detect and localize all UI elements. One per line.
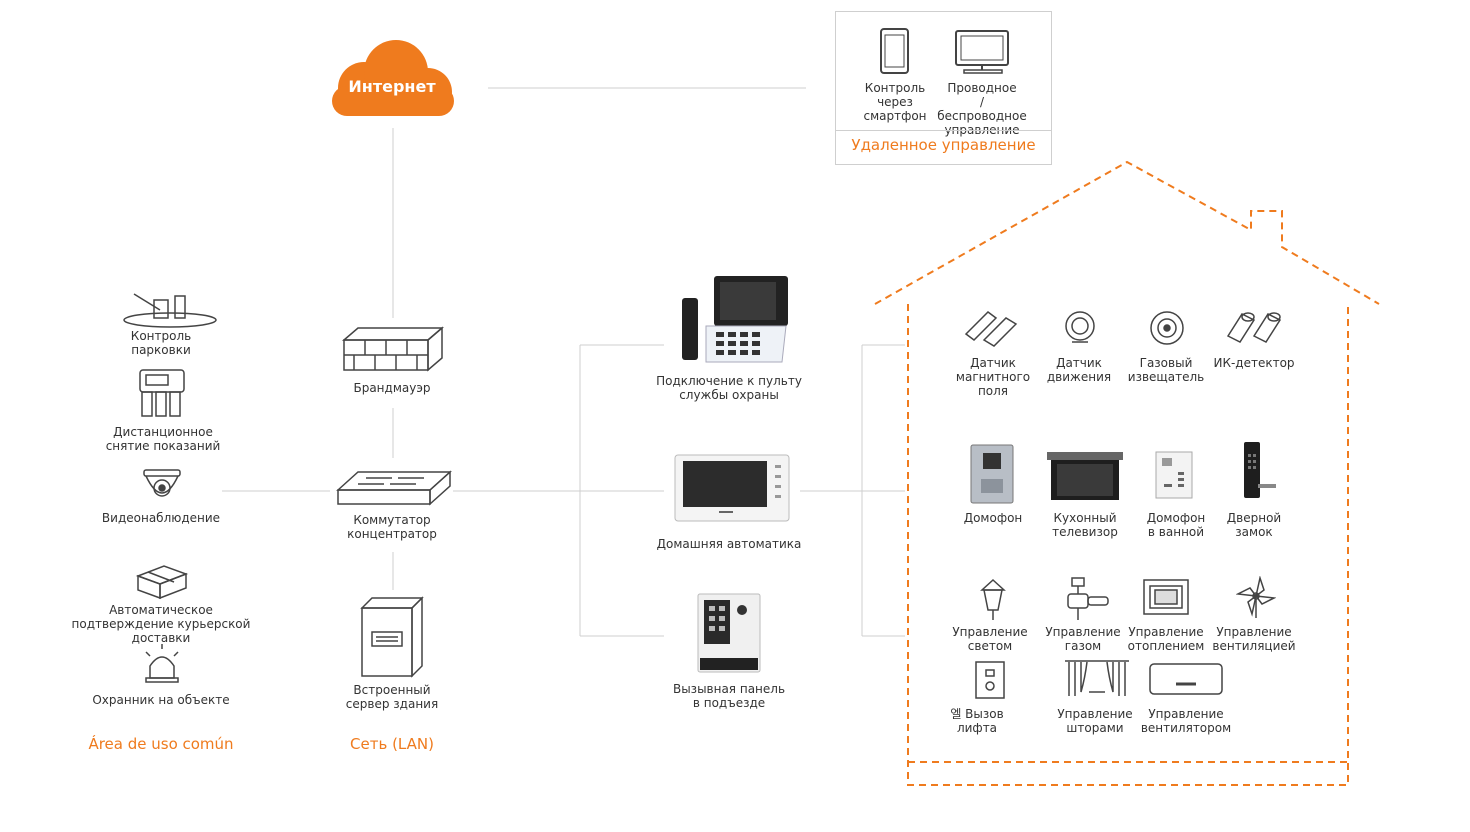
common-guard-label: Охранник на объекте <box>92 693 230 707</box>
bathroom-intercom-icon <box>1155 451 1193 499</box>
remote-item-smartphone: Контроль через смартфон <box>863 81 927 123</box>
monitor-icon <box>955 30 1009 74</box>
lan-title: Сеть (LAN) <box>350 735 434 753</box>
lan-switch-label: Коммутатор концентратор <box>347 513 437 541</box>
elevator-call-icon <box>975 661 1005 699</box>
home-ir-label: ИК-детектор <box>1213 356 1295 370</box>
home-motion-label: Датчик движения <box>1046 356 1112 384</box>
lan-server-label: Встроенный сервер здания <box>345 683 439 711</box>
server-rack-icon <box>360 596 424 678</box>
ventilation-fan-icon <box>1236 576 1276 618</box>
door-lock-icon <box>1244 442 1276 498</box>
light-lamp-icon <box>980 578 1006 620</box>
meter-icon <box>139 369 185 417</box>
home-automation-panel-icon <box>674 454 790 522</box>
common-parking-label: Контроль парковки <box>130 329 192 357</box>
home-ventilation-label: Управление вентиляцией <box>1212 625 1296 653</box>
device-lobby-panel-label: Вызывная панель в подъезде <box>672 682 786 710</box>
common-area-title: Área de uso común <box>88 735 234 753</box>
device-home-automation-label: Домашняя автоматика <box>656 537 802 551</box>
internet-label: Интернет <box>348 77 436 96</box>
house-outline <box>874 160 1380 786</box>
cctv-camera-icon <box>143 469 181 497</box>
remote-control-panel: Контроль через смартфон Проводное /беспр… <box>835 11 1052 165</box>
motion-sensor-icon <box>1065 311 1095 343</box>
air-conditioner-icon <box>1149 663 1223 695</box>
smartphone-icon <box>880 28 909 74</box>
curtain-icon <box>1065 660 1129 696</box>
gas-valve-icon <box>1067 577 1109 620</box>
common-cctv-label: Видеонаблюдение <box>101 511 221 525</box>
home-heating-label: Управление отоплением <box>1127 625 1205 653</box>
home-gas-label: Газовый извещатель <box>1127 356 1205 384</box>
alarm-light-icon <box>145 644 179 683</box>
parking-barrier-icon <box>123 293 217 328</box>
ir-detector-icon <box>1226 312 1282 343</box>
firewall-icon <box>341 326 445 372</box>
security-console-phone-icon <box>682 276 788 363</box>
home-curtain-label: Управление шторами <box>1057 707 1133 735</box>
common-delivery-label: Автоматическое подтверждение курьерской … <box>71 603 251 645</box>
home-intercom-label: Домофон <box>963 511 1023 525</box>
home-fan-label: Управление вентилятором <box>1140 707 1232 735</box>
common-meter-label: Дистанционное снятие показаний <box>105 425 221 453</box>
kitchen-tv-icon <box>1047 452 1123 500</box>
magnetic-sensor-icon <box>964 311 1018 347</box>
remote-item-wired: Проводное /беспроводное управление <box>937 81 1027 137</box>
lobby-call-panel-icon <box>697 593 761 673</box>
internet-cloud-icon <box>332 40 454 116</box>
device-security-label: Подключение к пульту службы охраны <box>656 374 802 402</box>
home-magnetic-label: Датчик магнитного поля <box>955 356 1031 398</box>
delivery-box-icon <box>135 565 189 600</box>
gas-detector-icon <box>1150 311 1184 345</box>
home-bath-intercom-label: Домофон в ванной <box>1146 511 1206 539</box>
network-switch-icon <box>336 470 452 506</box>
heating-thermostat-icon <box>1143 579 1189 615</box>
home-elevator-label: 엘 Вызов лифта <box>950 707 1004 735</box>
home-kitchen-tv-label: Кухонный телевизор <box>1052 511 1118 539</box>
remote-title: Удаленное управление <box>851 136 1036 154</box>
door-intercom-icon <box>970 444 1014 504</box>
lan-firewall-label: Брандмауэр <box>353 381 431 395</box>
home-light-label: Управление светом <box>952 625 1028 653</box>
remote-divider <box>836 130 1051 131</box>
home-gas-control-label: Управление газом <box>1045 625 1121 653</box>
home-door-lock-label: Дверной замок <box>1226 511 1282 539</box>
